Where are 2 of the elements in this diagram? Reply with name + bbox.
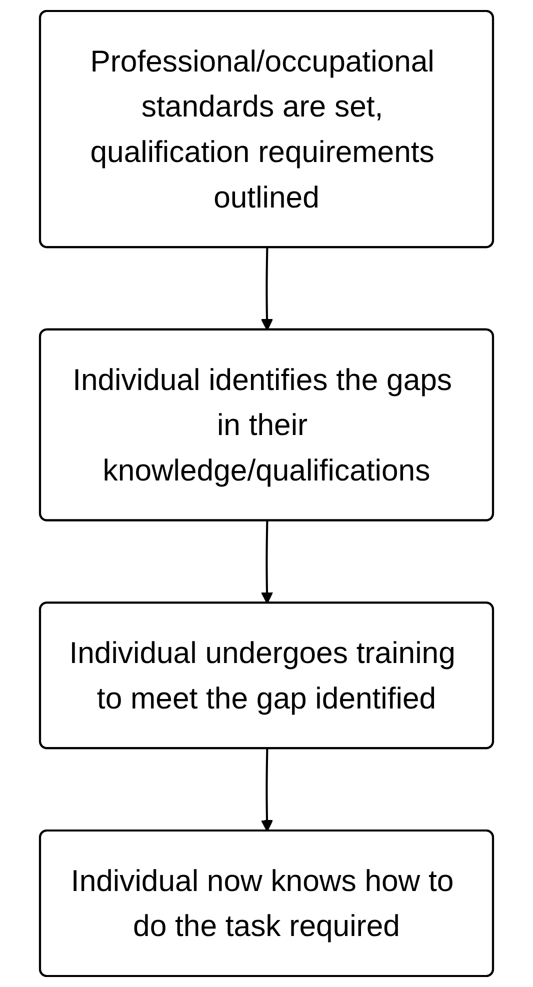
arrow [260,520,274,604]
arrow [260,748,274,832]
